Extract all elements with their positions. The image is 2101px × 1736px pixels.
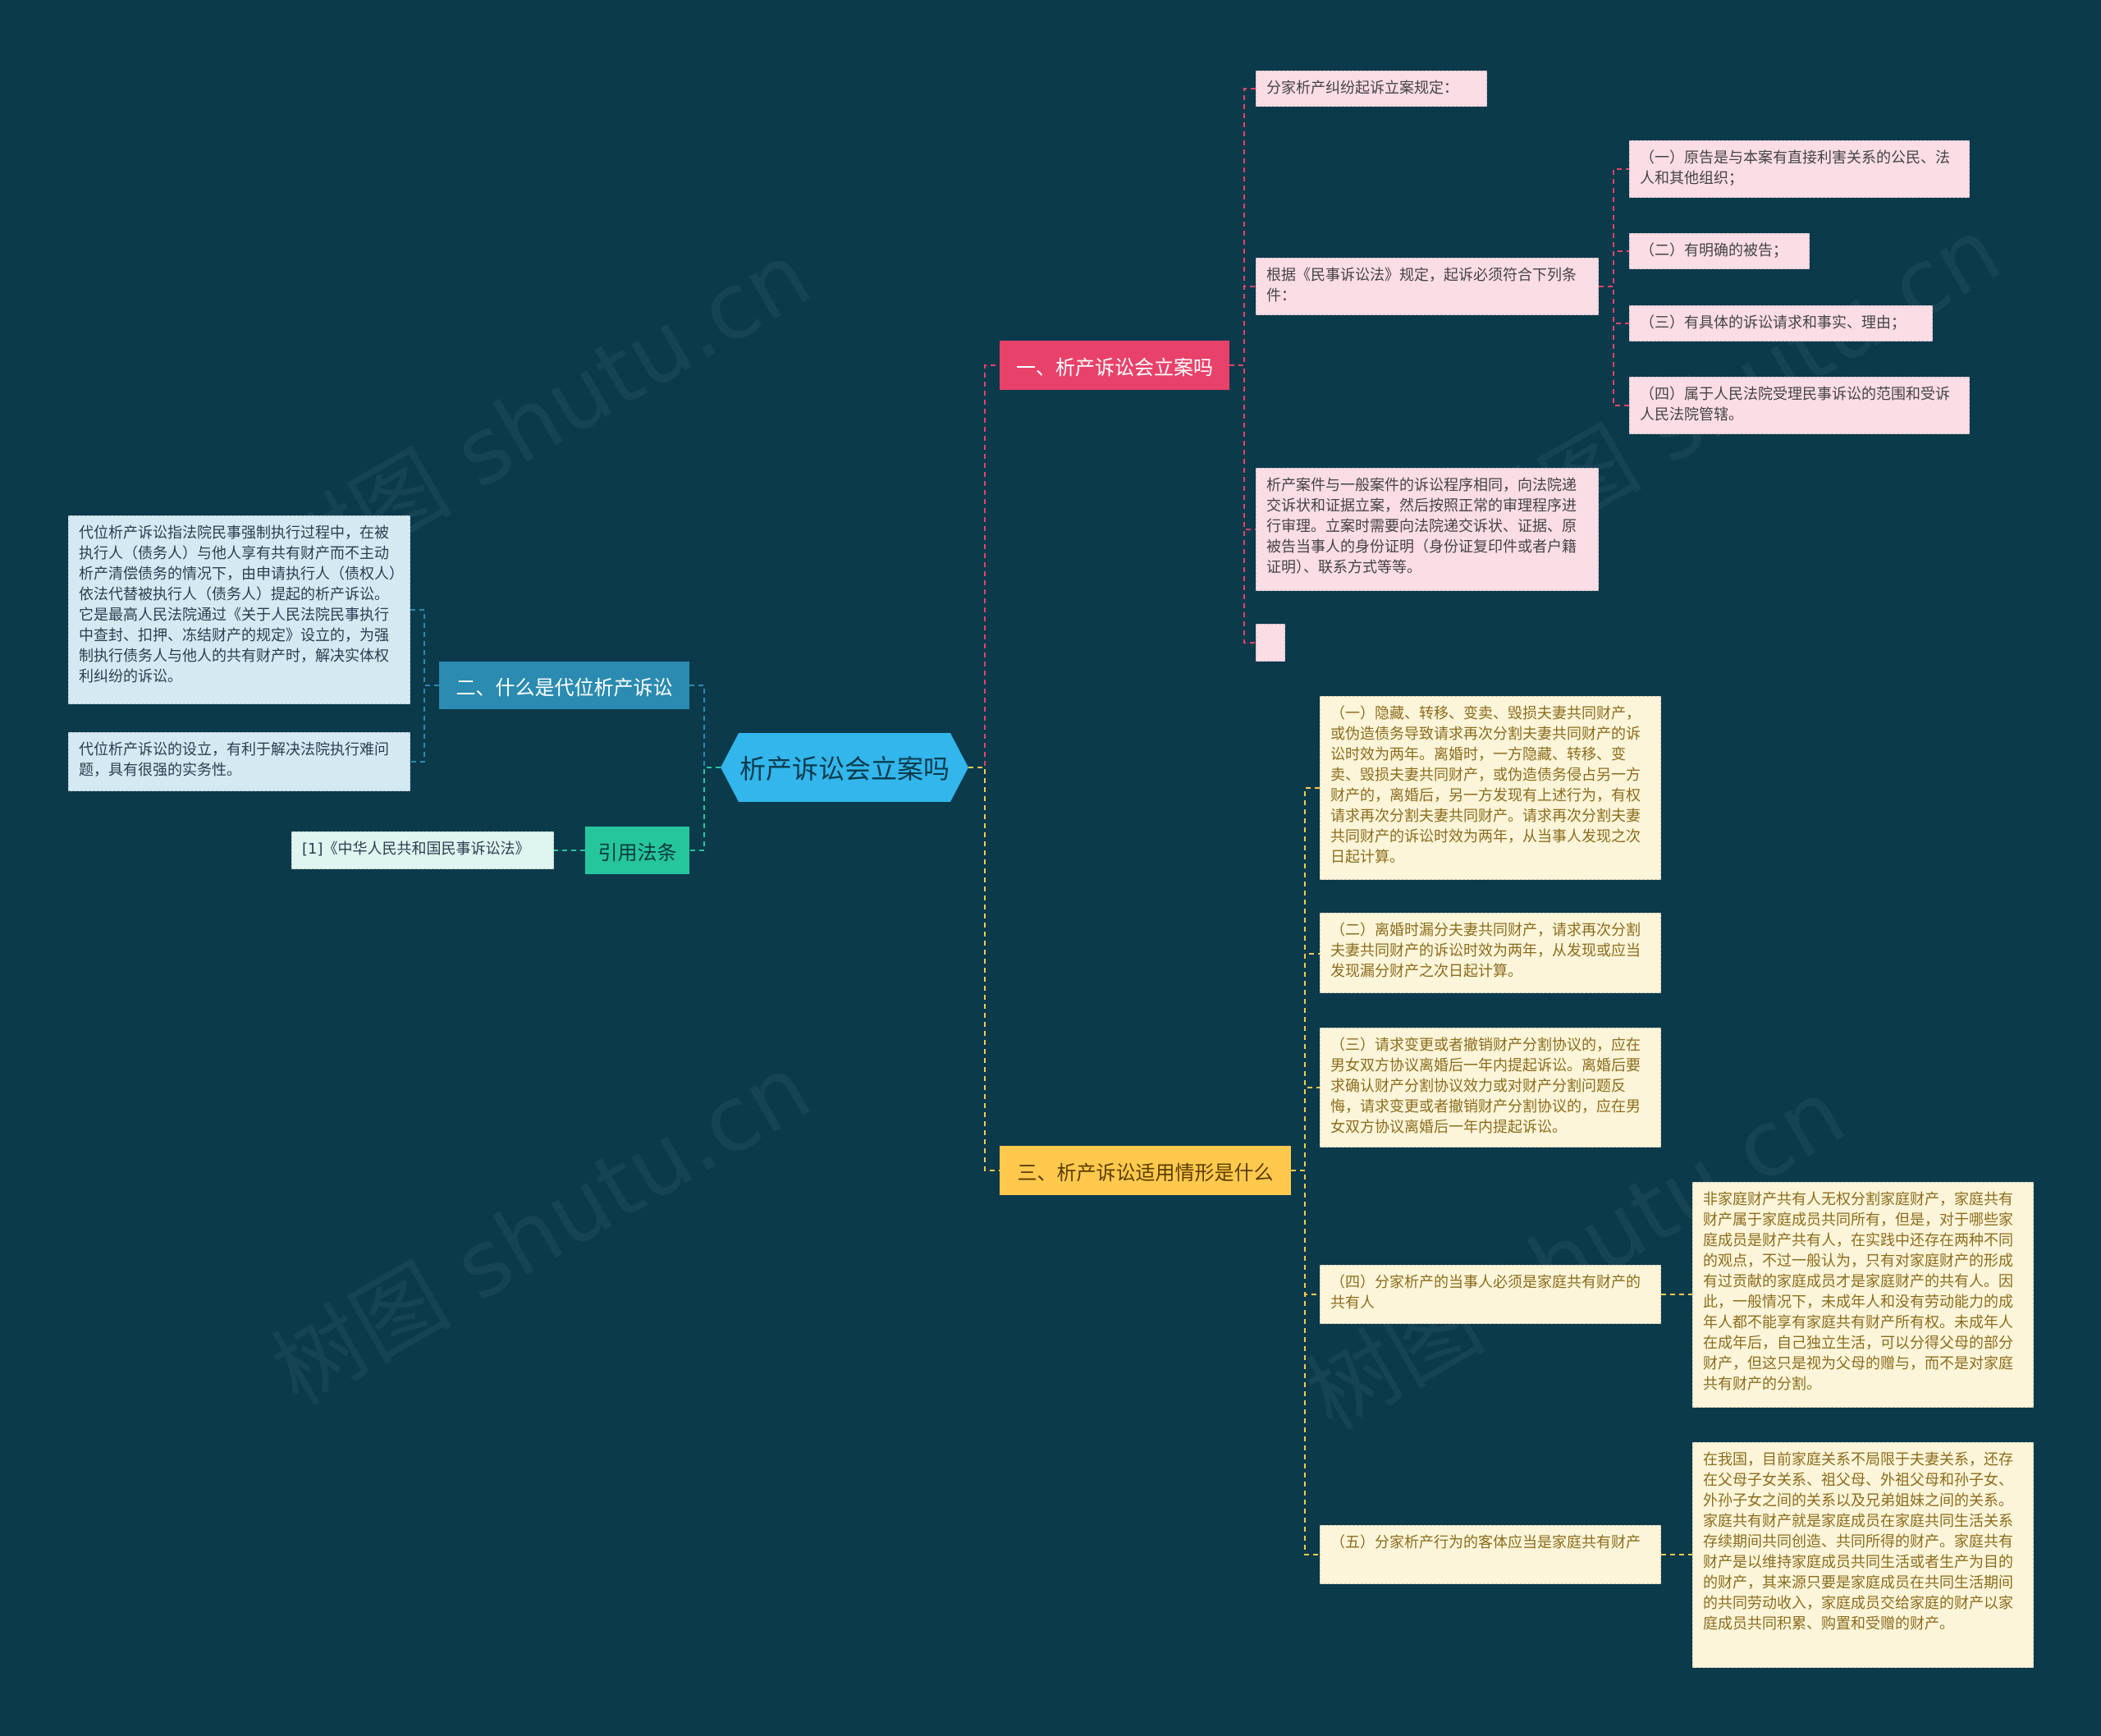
situation-item[interactable]: （四）分家析产的当事人必须是家庭共有财产的共有人 [1320,1265,1661,1324]
law-reference[interactable]: [1]《中华人民共和国民事诉讼法》 [291,831,554,869]
branch-1-leaf-procedure[interactable]: 析产案件与一般案件的诉讼程序相同，向法院递交诉状和证据立案，然后按照正常的审理程… [1256,468,1599,591]
situation-item[interactable]: （二）离婚时漏分夫妻共同财产，请求再次分割夫妻共同财产的诉讼时效为两年，从发现或… [1320,913,1661,993]
situation-item[interactable]: （一）隐藏、转移、变卖、毁损夫妻共同财产，或伪造债务导致请求再次分割夫妻共同财产… [1320,696,1661,880]
situation-detail[interactable]: 在我国，目前家庭关系不局限于夫妻关系，还存在父母子女关系、祖父母、外祖父母和孙子… [1692,1442,2034,1668]
branch-2-topic[interactable]: 二、什么是代位析产诉讼 [439,662,689,709]
condition-item[interactable]: （一）原告是与本案有直接利害关系的公民、法人和其他组织； [1629,140,1970,198]
branch-1-leaf-empty[interactable] [1256,624,1285,662]
branch-2-leaf-benefit[interactable]: 代位析产诉讼的设立，有利于解决法院执行难问题，具有很强的实务性。 [68,732,410,791]
root-topic[interactable]: 析产诉讼会立案吗 [721,733,968,802]
situation-detail[interactable]: 非家庭财产共有人无权分割家庭财产，家庭共有财产属于家庭成员共同所有，但是，对于哪… [1692,1182,2034,1408]
branch-4-topic[interactable]: 引用法条 [585,827,689,874]
condition-item[interactable]: （四）属于人民法院受理民事诉讼的范围和受诉人民法院管辖。 [1629,377,1970,434]
situation-item[interactable]: （三）请求变更或者撤销财产分割协议的，应在男女双方协议离婚后一年内提起诉讼。离婚… [1320,1028,1661,1147]
branch-1-leaf-rules-heading[interactable]: 分家析产纠纷起诉立案规定： [1256,71,1487,107]
branch-2-leaf-definition[interactable]: 代位析产诉讼指法院民事强制执行过程中，在被执行人（债务人）与他人享有共有财产而不… [68,515,410,704]
branch-1-leaf-conditions-intro[interactable]: 根据《民事诉讼法》规定，起诉必须符合下列条件： [1256,258,1599,315]
situation-item[interactable]: （五）分家析产行为的客体应当是家庭共有财产 [1320,1525,1661,1584]
branch-3-topic[interactable]: 三、析产诉讼适用情形是什么 [1000,1146,1291,1195]
condition-item[interactable]: （三）有具体的诉讼请求和事实、理由； [1629,305,1933,341]
branch-1-topic[interactable]: 一、析产诉讼会立案吗 [1000,341,1229,390]
condition-item[interactable]: （二）有明确的被告； [1629,233,1810,269]
